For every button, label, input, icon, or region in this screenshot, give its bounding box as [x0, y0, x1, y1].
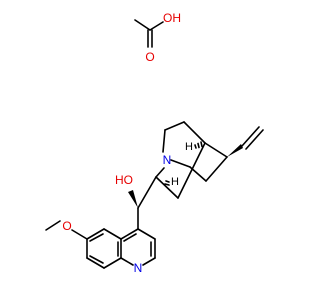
q-c8-c8a-bond — [103, 257, 122, 269]
q-c4-c4a-inner-bond — [123, 233, 137, 242]
structure-canvas: OH O H H N — [45, 11, 264, 275]
q-c5-c6-bond — [86, 228, 105, 240]
molecule-drawing: OH O H H N — [45, 11, 264, 275]
acetic-hydroxyl-label: OH — [163, 11, 181, 25]
acetic-c-oh-bond — [149, 21, 164, 31]
c8-bridge-bond — [155, 176, 179, 199]
acetic-methyl-bond — [134, 19, 151, 31]
vinyl-group — [227, 126, 264, 157]
c8-h-label: H — [171, 176, 179, 188]
vinyl-carbon-ring-bond — [205, 156, 228, 182]
bridgehead-vinyl-carbon-bond — [204, 142, 228, 158]
acetic-carbonyl-oxygen-label: O — [145, 50, 154, 64]
quinoline-ring: N — [86, 228, 156, 275]
acetic-acid: OH O — [134, 11, 181, 64]
q-c4a-c5-bond — [103, 228, 122, 240]
q-c7-c8-inner-bond — [89, 255, 104, 264]
bridge-to-bridgehead-bond — [183, 121, 206, 144]
carbinol-hydroxyl-label: HO — [115, 173, 133, 187]
quinoline-n-label: N — [134, 261, 143, 275]
q-c2-n-bond — [142, 257, 156, 266]
bridgehead-hashed-bond — [194, 141, 203, 149]
c8-hashed-bond — [164, 180, 170, 186]
vinyl-double-bond-a — [241, 126, 260, 147]
q-n-c8a-bond — [120, 257, 134, 266]
methoxy-oxygen-label: O — [62, 219, 71, 233]
c9-oh-wedge — [128, 190, 138, 208]
bridge-c-to-bridgehead-bond — [177, 142, 206, 199]
q-c7-c8-bond — [86, 257, 105, 269]
vinyl-wedge-bond — [227, 144, 243, 157]
n-lower-ch2-bond — [170, 159, 191, 168]
quinuclidine-cage: H H N — [155, 121, 228, 199]
n-c9-bond — [155, 167, 165, 178]
q-c4-c4a-bond — [120, 228, 139, 240]
quinuclidine-n-label: N — [163, 153, 172, 167]
n-c-upper-bond — [162, 129, 166, 153]
upper-bridge-bond — [164, 121, 185, 131]
q-c5-c6-inner-bond — [89, 233, 104, 242]
vinyl-double-bond-b — [245, 129, 264, 150]
c9-c8-bond — [137, 176, 157, 209]
methoxy-o-ch3-bond — [45, 220, 61, 231]
carbinol-center: HO — [115, 173, 157, 230]
methoxy-c6-o-bond — [71, 229, 88, 240]
bridgehead-h-label: H — [185, 141, 193, 153]
q-c4-c3-bond — [137, 228, 156, 240]
methoxy-group: O — [45, 219, 88, 240]
